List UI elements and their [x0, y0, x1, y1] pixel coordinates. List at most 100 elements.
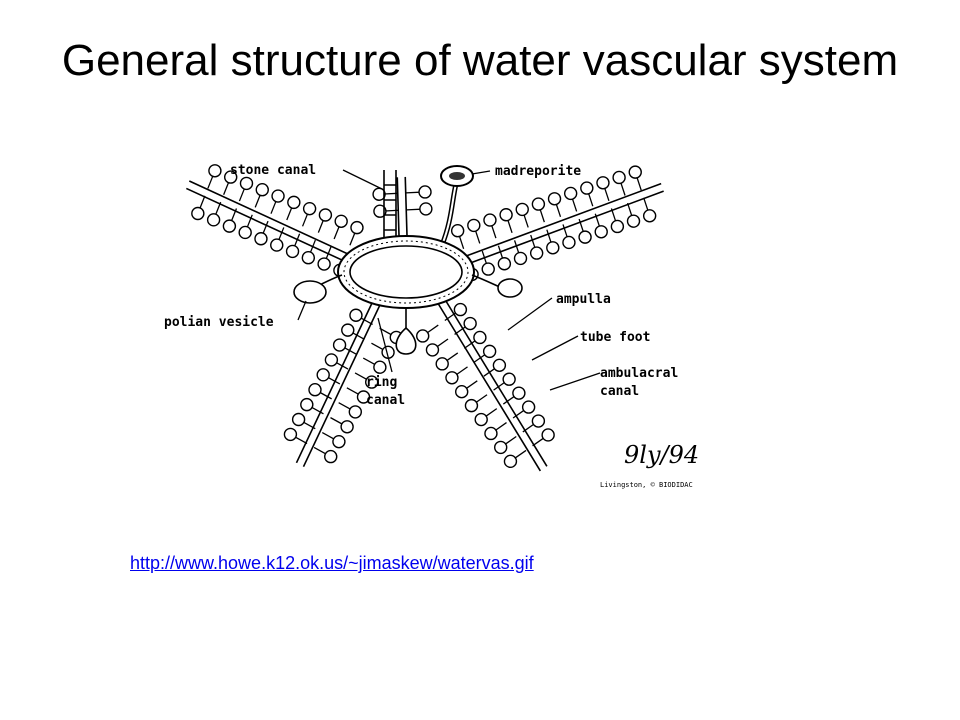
tube-foot-stem	[371, 342, 385, 351]
source-url-link[interactable]: http://www.howe.k12.ok.us/~jimaskew/wate…	[130, 553, 534, 573]
ampulla-bulb	[324, 449, 338, 464]
tube-foot-stem	[507, 219, 513, 233]
ambulacral-arm	[185, 164, 364, 278]
tube-foot-stem	[445, 352, 459, 362]
tube-foot-stem	[343, 346, 357, 355]
ampulla-bulb	[348, 405, 363, 419]
tube-foot-stem	[473, 353, 486, 363]
ampulla-bulb	[356, 390, 371, 404]
ampulla-bulb	[642, 209, 657, 223]
tube-foot-stem	[522, 423, 535, 433]
tube-foot-stem	[321, 431, 335, 440]
label-stone-canal: stone canal	[230, 163, 316, 178]
tube-foot-stem	[346, 387, 360, 396]
tube-foot-stem	[302, 421, 316, 430]
ampulla-bulb	[302, 201, 317, 216]
ampulla-bulb	[610, 219, 625, 234]
ampulla-bulb	[418, 185, 432, 199]
ampulla-bulb	[435, 357, 449, 371]
tube-foot-stem	[333, 225, 340, 240]
ampulla-bulb	[547, 192, 562, 206]
ampulla-bulb	[563, 186, 578, 201]
tube-foot-stem	[497, 245, 504, 260]
diagram-arms	[185, 164, 664, 472]
tube-foot-stem	[474, 229, 481, 244]
ampulla-bulb	[541, 428, 555, 442]
tube-foot-stem	[214, 201, 222, 216]
tube-foot-stem	[530, 234, 536, 249]
tube-foot-stem	[354, 372, 368, 381]
ampulla-bulb	[308, 383, 322, 397]
tube-foot-stem	[327, 376, 341, 385]
ampulla-bulb	[512, 386, 526, 400]
label-ring: ring	[366, 375, 397, 390]
tube-foot-stem	[338, 402, 352, 411]
tube-foot-stem	[444, 311, 457, 322]
ampulla-bulb	[455, 384, 469, 399]
ampulla-bulb	[483, 213, 497, 227]
tube-foot-stem	[406, 191, 421, 194]
diagram-canvas: stone canal madreporite polian vesicle a…	[164, 163, 699, 489]
label-madreporite: madreporite	[495, 164, 581, 179]
tube-foot-stem	[384, 209, 399, 212]
tube-foot-stem	[246, 214, 253, 229]
ampulla-bulb	[578, 230, 592, 244]
ambulacral-canal-line	[433, 292, 548, 472]
ampulla-bulb	[316, 368, 330, 382]
tube-foot-stem	[360, 317, 373, 325]
tube-foot-stem	[555, 203, 562, 218]
tube-foot-stem	[294, 436, 308, 445]
ampulla-bulb	[531, 414, 546, 428]
ampulla-bulb	[492, 358, 507, 373]
tube-foot-stem	[454, 325, 467, 335]
tube-foot-stem	[587, 192, 594, 207]
ring-canal-structure	[337, 235, 475, 309]
tube-foot-stem	[301, 213, 309, 227]
ampulla-bulb	[445, 371, 459, 385]
ampulla-bulb	[300, 397, 314, 412]
ampulla-bulb	[474, 412, 488, 427]
ampulla-bulb	[341, 323, 355, 337]
tube-foot-stem	[223, 181, 230, 195]
ampulla-bulb	[628, 165, 642, 179]
ampulla-bulb	[271, 189, 285, 203]
ampulla-bulb	[324, 353, 339, 367]
tube-foot-stem	[539, 208, 545, 223]
tube-foot-stem	[610, 208, 617, 222]
tube-foot-stem	[571, 197, 578, 212]
water-vascular-diagram: stone canal madreporite polian vesicle a…	[160, 140, 720, 500]
ampulla-bulb	[464, 398, 479, 413]
ampulla-bulb	[463, 316, 477, 331]
tube-foot-stem	[309, 239, 316, 254]
ampulla-bulb	[255, 183, 269, 197]
tube-foot-stem	[636, 176, 642, 191]
ampulla-bulb	[285, 244, 300, 259]
ampulla-bulb	[416, 329, 430, 343]
label-polian-vesicle: polian vesicle	[164, 315, 274, 330]
tube-foot-stem	[490, 224, 497, 239]
label-ring-canal: canal	[366, 393, 405, 408]
ampulla-bulb	[546, 241, 560, 255]
ampulla-bulb	[499, 208, 513, 222]
tube-foot-stem	[379, 327, 393, 336]
tube-foot-stem	[286, 206, 293, 221]
ampulla-bulb	[340, 420, 354, 434]
tube-foot-stem	[426, 324, 439, 334]
label-leader-lines	[297, 169, 601, 391]
ampulla-bulb	[529, 246, 544, 260]
slide-title: General structure of water vascular syst…	[61, 36, 899, 85]
ampulla-bulb	[502, 372, 516, 386]
ampulla-bulb	[287, 195, 301, 210]
ampulla-bulb	[521, 400, 536, 414]
tube-foot-stem	[455, 366, 468, 376]
polian-vesicles	[293, 274, 523, 355]
ampulla-bulb	[626, 214, 641, 228]
ampulla-bulb	[364, 375, 379, 389]
ampulla-bulb	[332, 338, 347, 352]
tube-foot-stem	[230, 208, 238, 222]
tube-foot-stem	[465, 380, 478, 390]
ampulla-bulb	[373, 204, 387, 218]
ambulacral-arm	[283, 294, 403, 468]
tube-foot-stem	[199, 195, 206, 210]
ampulla-bulb	[467, 218, 481, 233]
